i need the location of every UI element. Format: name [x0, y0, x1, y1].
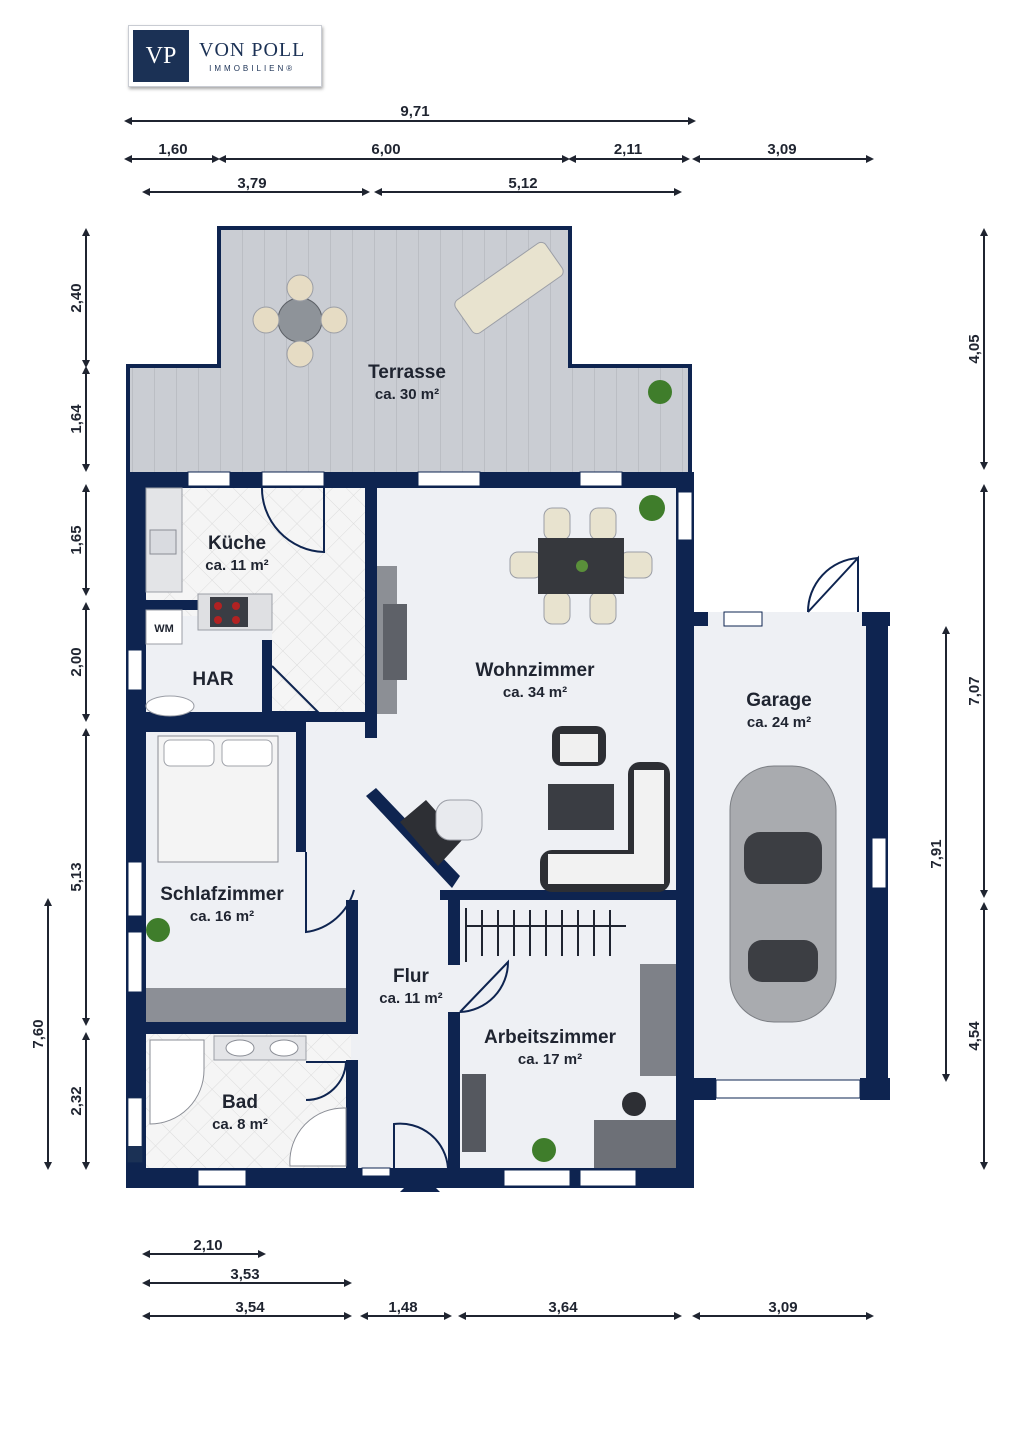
bath-fixtures: [149, 1035, 347, 1167]
dim-right-1: 4,05: [966, 334, 983, 363]
dim-right-inner: 7,91: [928, 839, 945, 868]
stairs: [465, 908, 626, 962]
doors: [260, 485, 859, 1169]
sofa-set: [540, 726, 670, 892]
dim-left-4: 2,00: [68, 647, 85, 676]
terrasse-label: Terrasse: [368, 362, 446, 383]
dim-left-5: 5,13: [68, 862, 85, 891]
dimension-lines: [44, 117, 988, 1320]
office-furniture: [462, 964, 676, 1168]
dim-bottom-3: 3,54: [235, 1299, 265, 1316]
kueche-area: ca. 11 m²: [205, 557, 268, 574]
schlafzimmer-label: Schlafzimmer: [160, 884, 284, 905]
von-poll-logo: VP VON POLL IMMOBILIEN®: [128, 25, 322, 87]
bad-label: Bad: [222, 1092, 258, 1113]
garage-area: ca. 24 m²: [747, 714, 811, 731]
dim-top-total: 9,71: [400, 103, 429, 120]
wohnzimmer-area: ca. 34 m²: [503, 684, 567, 701]
flur-label: Flur: [393, 966, 429, 987]
dim-top-1: 1,60: [158, 141, 187, 158]
wardrobe: [146, 988, 346, 1022]
dim-left-3: 1,65: [68, 525, 85, 554]
dim-left-outer: 7,60: [30, 1019, 47, 1048]
terrasse-area: ca. 30 m²: [375, 386, 439, 403]
dim-bottom-5: 3,64: [548, 1299, 578, 1316]
dim-bottom-1: 2,10: [193, 1237, 222, 1254]
dim-top-3: 2,11: [614, 141, 642, 158]
dim-bottom-6: 3,09: [768, 1299, 797, 1316]
windows: [127, 471, 887, 1187]
flur-area: ca. 11 m²: [379, 990, 442, 1007]
tv-unit: [377, 566, 407, 714]
dim-right-3: 4,54: [966, 1021, 983, 1051]
dim-bottom-4: 1,48: [388, 1299, 417, 1316]
har-basin-icon: [145, 695, 195, 717]
dim-bottom-2: 3,53: [230, 1266, 259, 1283]
logo-name: VON POLL: [199, 39, 306, 61]
kitchen-counter: [145, 487, 273, 631]
wohnzimmer-label: Wohnzimmer: [476, 660, 596, 681]
dim-left-2: 1,64: [68, 404, 85, 434]
plant-icon: [146, 380, 672, 1162]
arbeitszimmer-label: Arbeitszimmer: [484, 1027, 617, 1048]
terrace-furniture: [252, 241, 564, 368]
har-label: HAR: [192, 669, 233, 690]
arbeitszimmer-area: ca. 17 m²: [518, 1051, 582, 1068]
logo-text: VON POLL IMMOBILIEN®: [199, 39, 305, 73]
logo-sub: IMMOBILIEN®: [209, 64, 296, 73]
kueche-label: Küche: [208, 533, 266, 554]
watermark-logo: [127, 1097, 143, 1163]
dim-top-4: 3,09: [767, 141, 796, 158]
room-labels: Terrasse ca. 30 m² Küche ca. 11 m² HAR W…: [160, 362, 812, 1133]
washing-machine: WM: [145, 609, 183, 645]
schlafzimmer-area: ca. 16 m²: [190, 908, 254, 925]
svg-text:WM: WM: [154, 623, 174, 635]
dim-top-5: 3,79: [237, 175, 266, 192]
bad-area: ca. 8 m²: [212, 1116, 268, 1133]
dining-table: [509, 507, 653, 625]
dim-top-2: 6,00: [371, 141, 400, 158]
dimension-labels: 9,71 1,60 6,00 2,11 3,09 3,79 5,12 7,60 …: [30, 103, 983, 1316]
car: [729, 765, 837, 1023]
dim-left-6: 2,32: [68, 1086, 85, 1115]
dim-left-1: 2,40: [68, 283, 85, 312]
terrace-area: [126, 226, 692, 472]
dim-right-2: 7,07: [966, 676, 983, 705]
entrance-arrow-icon: [400, 1172, 440, 1192]
garage-label: Garage: [746, 690, 811, 711]
dim-top-6: 5,12: [508, 175, 537, 192]
bed: [157, 735, 279, 863]
logo-mark: VP: [133, 30, 189, 82]
armchair: [400, 799, 483, 866]
